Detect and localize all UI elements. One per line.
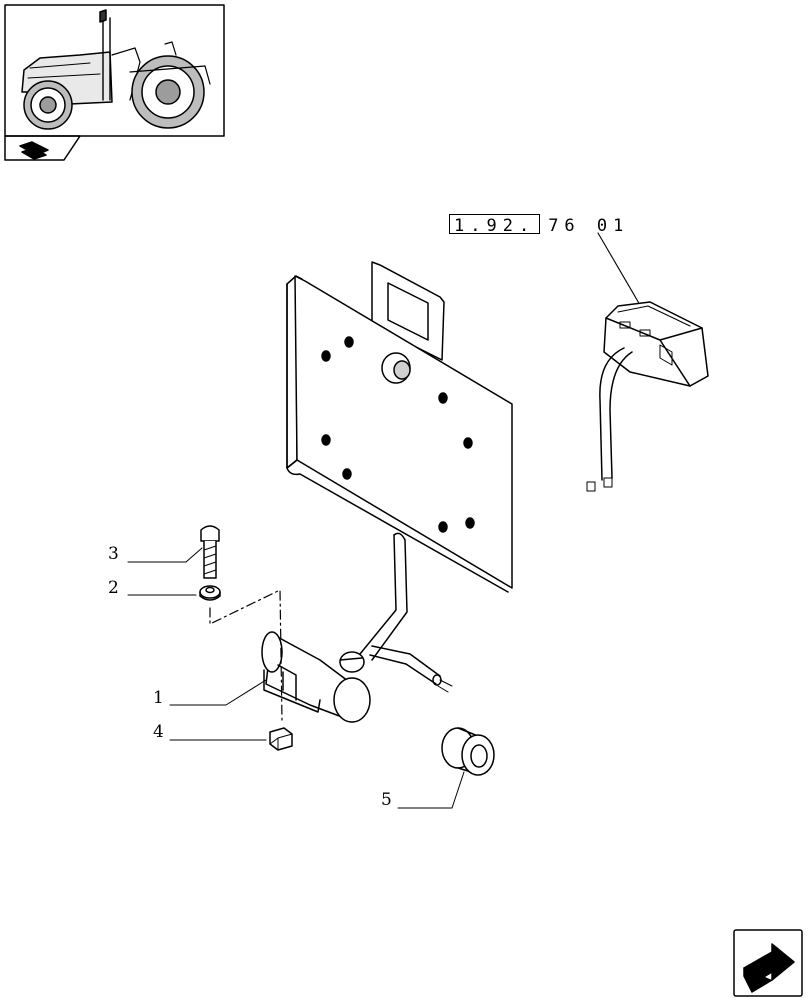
callout-leaders <box>127 547 465 809</box>
callout-2: 2 <box>108 578 119 598</box>
support-arm <box>359 532 408 661</box>
callout-4: 4 <box>153 722 164 742</box>
reference-number: 1.92. 76 01 <box>449 214 629 236</box>
nut-part <box>269 727 293 751</box>
tractor-thumbnail <box>4 4 225 137</box>
reference-boxed-part: 1.92. <box>449 214 541 236</box>
callout-3: 3 <box>108 544 119 564</box>
bolt-part <box>200 525 220 579</box>
next-page-arrow-icon[interactable] <box>733 929 803 997</box>
license-plate-lamp <box>586 301 709 492</box>
clamp-part <box>261 631 453 723</box>
callout-5: 5 <box>381 790 392 810</box>
grommet-part <box>441 727 495 776</box>
washer-part <box>199 585 221 601</box>
alignment-dashed-line <box>209 589 283 721</box>
plate-holder <box>286 261 513 593</box>
section-marker-icon <box>4 135 81 161</box>
reference-suffix: 76 01 <box>548 216 630 236</box>
callout-1: 1 <box>153 688 164 708</box>
